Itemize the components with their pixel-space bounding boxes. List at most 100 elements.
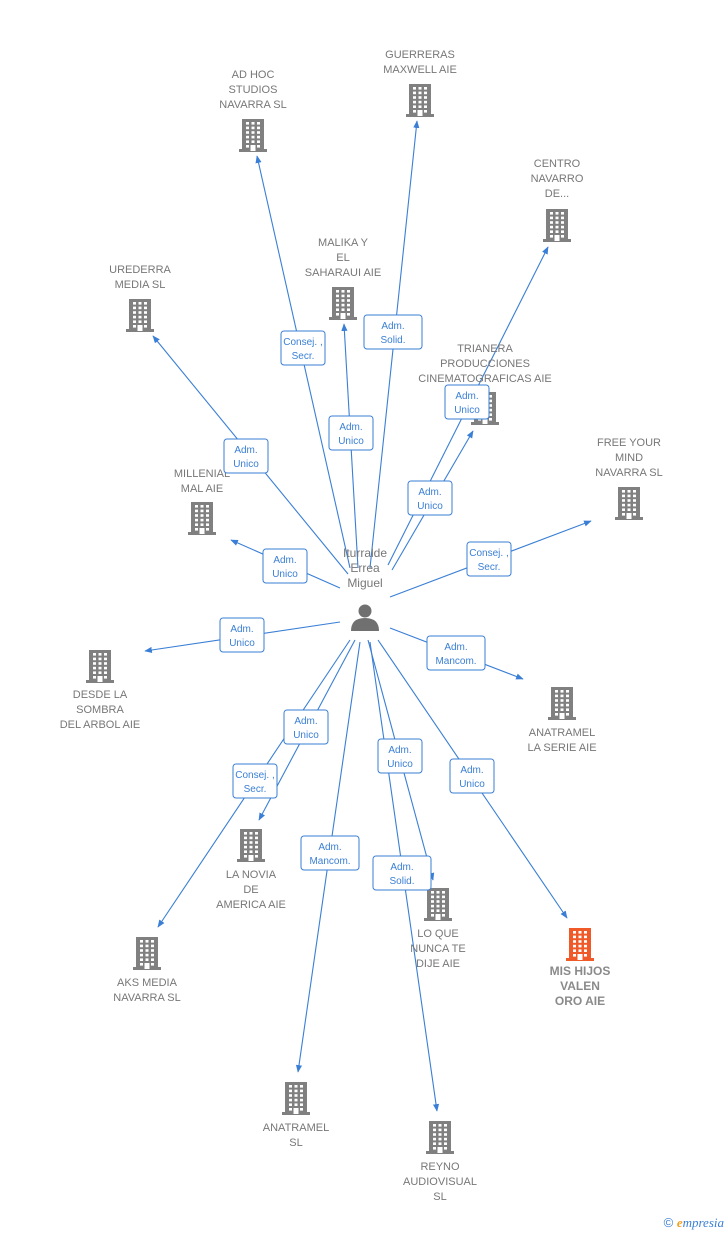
- company-name: NAVARRA SL: [113, 992, 180, 1004]
- company-name: DEL ARBOL AIE: [60, 719, 141, 731]
- role-label-malika[interactable]: Adm.Unico: [328, 415, 374, 451]
- company-name: AKS MEDIA: [117, 977, 178, 989]
- role-label-text: Secr.: [478, 562, 501, 573]
- role-label-text: Adm.: [388, 745, 411, 756]
- company-name: SL: [433, 1191, 446, 1203]
- role-label-text: Adm.: [444, 642, 467, 653]
- company-name: LO QUE: [417, 928, 459, 940]
- role-label-lanovia[interactable]: Adm.Unico: [283, 709, 329, 745]
- role-label-text: Unico: [272, 569, 298, 580]
- company-name: SL: [289, 1137, 302, 1149]
- role-label-box: [363, 314, 423, 350]
- company-name: DESDE LA: [73, 689, 128, 701]
- role-label-text: Solid.: [380, 335, 405, 346]
- role-label-guerreras[interactable]: Adm. Solid.: [363, 314, 423, 350]
- company-name: ANATRAMEL: [529, 727, 595, 739]
- role-label-anatramelserie[interactable]: Adm.Mancom.: [426, 635, 486, 671]
- company-name: VALEN: [560, 979, 600, 993]
- role-label-text: Adm.: [273, 555, 296, 566]
- role-label-box: [466, 541, 512, 577]
- company-name: REYNO: [420, 1161, 460, 1173]
- company-name: AMERICA AIE: [216, 899, 286, 911]
- building-icon: [86, 650, 114, 683]
- company-name: EL: [336, 252, 349, 264]
- company-name: PRODUCCIONES: [440, 358, 530, 370]
- role-label-text: Mancom.: [309, 856, 350, 867]
- role-label-urederra[interactable]: Adm. Unico: [223, 438, 269, 474]
- company-name: MAXWELL AIE: [383, 64, 457, 76]
- role-label-mishijos[interactable]: Adm.Unico: [449, 758, 495, 794]
- role-label-reyno[interactable]: Adm. Solid.: [372, 855, 432, 891]
- role-label-text: Adm.: [234, 445, 257, 456]
- role-label-text: Solid.: [389, 876, 414, 887]
- empresia-logo[interactable]: empresia: [676, 1215, 724, 1230]
- company-name: MILLENIAL: [174, 468, 230, 480]
- role-label-aks[interactable]: Consej. ,Secr.: [232, 763, 278, 799]
- role-label-text: Unico: [459, 779, 485, 790]
- role-label-text: Unico: [417, 501, 443, 512]
- role-label-text: Consej. ,: [469, 548, 508, 559]
- building-icon: [329, 287, 357, 320]
- building-icon: [543, 209, 571, 242]
- role-label-text: Adm.: [455, 391, 478, 402]
- company-name: MIS HIJOS: [550, 964, 611, 978]
- role-label-text: Unico: [233, 459, 259, 470]
- company-name: CINEMATOGRAFICAS AIE: [418, 373, 551, 385]
- role-label-text: Adm.: [381, 321, 404, 332]
- company-name: AUDIOVISUAL: [403, 1176, 477, 1188]
- role-label-box: [223, 438, 269, 474]
- company-name: MEDIA SL: [115, 279, 166, 291]
- role-label-adhoc[interactable]: Consej. , Secr.: [280, 330, 326, 366]
- building-icon: [424, 888, 452, 921]
- company-node-anatramelsl[interactable]: ANATRAMEL SL: [263, 1082, 329, 1149]
- role-label-centro[interactable]: Adm.Unico: [444, 384, 490, 420]
- role-label-box: [232, 763, 278, 799]
- role-label-text: Consej. ,: [235, 770, 274, 781]
- building-icon: [237, 829, 265, 862]
- role-label-box: [444, 384, 490, 420]
- role-label-millenial[interactable]: Adm. Unico: [262, 548, 308, 584]
- role-label-box: [407, 480, 453, 516]
- role-label-box: [449, 758, 495, 794]
- company-name: NAVARRA SL: [595, 467, 662, 479]
- role-label-freeyour[interactable]: Consej. , Secr.: [466, 541, 512, 577]
- company-name: DIJE AIE: [416, 958, 460, 970]
- role-label-text: Secr.: [292, 351, 315, 362]
- role-label-text: Adm.: [390, 862, 413, 873]
- role-label-text: Consej. ,: [283, 337, 322, 348]
- company-name: MALIKA Y: [318, 237, 369, 249]
- role-label-box: [328, 415, 374, 451]
- role-label-anatramelsl[interactable]: Adm.Mancom.: [300, 835, 360, 871]
- company-name: DE: [243, 884, 258, 896]
- person-icon: [351, 604, 379, 631]
- company-name: ANATRAMEL: [263, 1122, 329, 1134]
- role-label-text: Adm.: [339, 422, 362, 433]
- company-node-reyno[interactable]: REYNO AUDIOVISUAL SL: [403, 1121, 477, 1203]
- role-label-loque[interactable]: Adm.Unico: [377, 738, 423, 774]
- building-icon: [566, 928, 594, 961]
- role-label-box: [426, 635, 486, 671]
- role-label-trianera[interactable]: Adm.Unico: [407, 480, 453, 516]
- company-node-aks[interactable]: AKS MEDIA NAVARRA SL: [113, 937, 181, 1004]
- building-icon: [126, 299, 154, 332]
- company-node-centro[interactable]: CENTRONAVARRODE...: [531, 158, 584, 242]
- company-name: NAVARRO: [531, 173, 584, 185]
- role-label-box: [372, 855, 432, 891]
- person-name: Errea: [350, 561, 380, 575]
- role-label-desdela[interactable]: Adm.Unico: [219, 617, 265, 653]
- company-name: ORO AIE: [555, 994, 605, 1008]
